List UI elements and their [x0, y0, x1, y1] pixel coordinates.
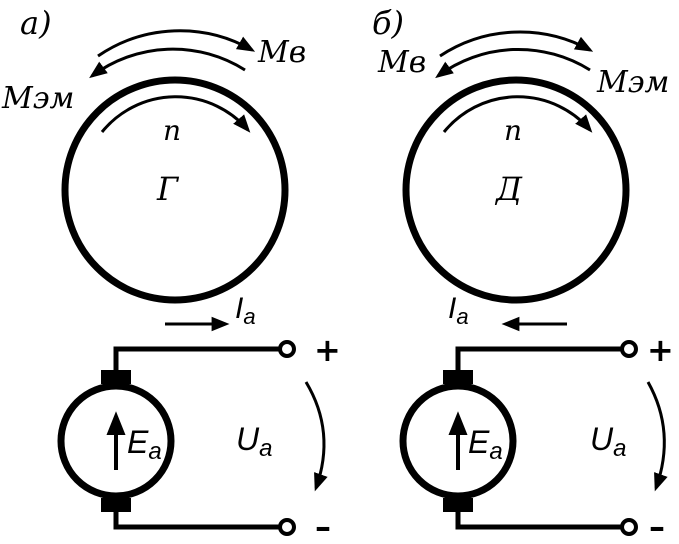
- terminal-plus: [278, 340, 296, 358]
- emf-label: Ea: [127, 424, 162, 465]
- brush-bottom: [443, 498, 473, 512]
- speed-label: n: [163, 114, 181, 147]
- panel-a: а) Мв Мэм n Г Ia + – Ea Ua: [1, 4, 341, 544]
- terminal-minus: [278, 518, 296, 536]
- bottom-wire: [455, 505, 624, 530]
- emf-label: Ea: [468, 424, 503, 465]
- torque-mv-arrow: [435, 47, 591, 79]
- brush-bottom: [101, 498, 131, 512]
- terminal-minus: [620, 518, 638, 536]
- machine-type-label: Г: [156, 170, 180, 208]
- torque-mv-arrow: [97, 29, 256, 58]
- plus-sign: +: [647, 331, 674, 369]
- voltage-label: Ua: [236, 421, 272, 462]
- top-wire: [455, 346, 624, 378]
- torque-mem-label: Мэм: [596, 65, 669, 100]
- panel-b-label: б): [372, 4, 404, 42]
- torque-mem-label: Мэм: [1, 81, 74, 116]
- machine-type-label: Д: [494, 170, 523, 208]
- voltage-label: Ua: [590, 421, 626, 462]
- torque-mv-label: Мв: [377, 45, 426, 80]
- torque-mv-label: Мв: [257, 35, 306, 70]
- speed-arrow: [442, 95, 593, 133]
- armature-circle: [399, 382, 517, 500]
- current-label: Ia: [448, 292, 469, 329]
- brush-top: [443, 370, 473, 384]
- brush-top: [101, 370, 131, 384]
- torque-mem-arrow: [439, 30, 594, 58]
- panel-a-label: а): [20, 4, 52, 42]
- bottom-wire: [113, 505, 282, 530]
- panel-b: б) Мв Мэм n Д Ia + – Ea Ua: [372, 4, 674, 544]
- minus-sign: –: [315, 508, 331, 544]
- top-wire: [113, 346, 282, 378]
- voltage-arrow: [304, 381, 328, 492]
- motor-rotor-circle: [402, 76, 630, 304]
- armature-circle: [57, 382, 175, 500]
- speed-label: n: [504, 114, 522, 147]
- voltage-arrow: [646, 381, 668, 492]
- current-label: Ia: [235, 292, 256, 329]
- minus-sign: –: [649, 508, 665, 544]
- speed-arrow: [100, 95, 251, 133]
- torque-mem-arrow: [89, 47, 246, 79]
- generator-rotor-circle: [61, 76, 289, 304]
- plus-sign: +: [314, 331, 341, 369]
- terminal-plus: [620, 340, 638, 358]
